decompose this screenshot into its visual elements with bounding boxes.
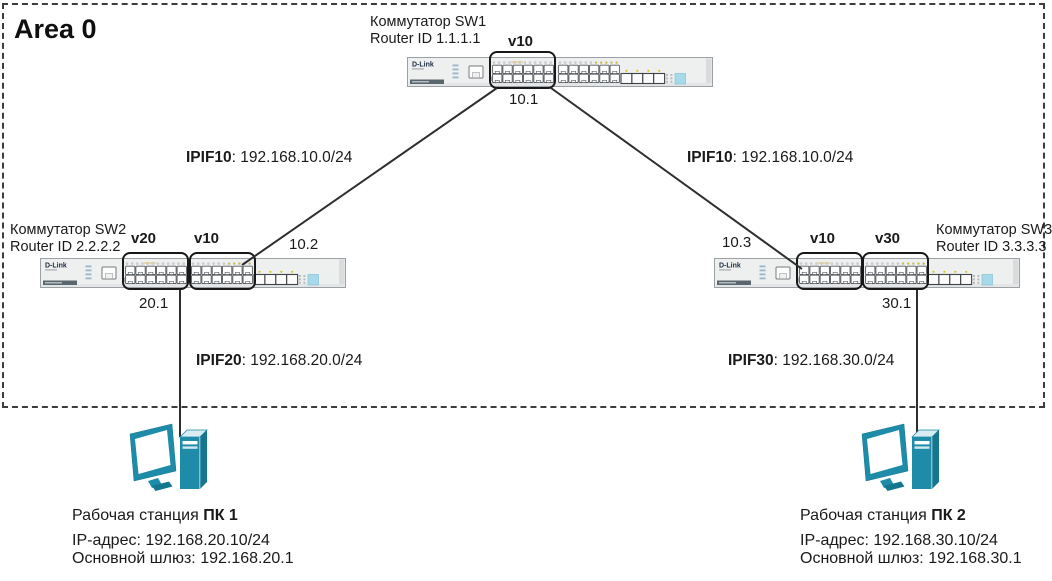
status-led <box>452 68 459 71</box>
pc1-title: Рабочая станция ПК 1 <box>72 507 238 525</box>
status-led <box>85 277 92 280</box>
sw1-v10-port-group-outline <box>489 51 556 89</box>
rj45-port-block-1 <box>492 61 554 83</box>
stack-id-display <box>307 274 319 286</box>
sfp-uplink-slots <box>620 69 666 85</box>
tower-side-face <box>932 430 939 489</box>
sfp-uplink-slots <box>927 270 973 286</box>
monitor-stand-base <box>884 481 905 491</box>
link-label-ipif10-right: IPIF10: 192.168.10.0/24 <box>687 149 853 167</box>
link-ipif30-subnet: : 192.168.30.0/24 <box>773 352 895 369</box>
monitor-stand-base <box>152 481 173 491</box>
status-led <box>452 72 459 75</box>
link-ipif10-left-subnet: : 192.168.10.0/24 <box>231 149 353 166</box>
link-label-ipif10-left: IPIF10: 192.168.10.0/24 <box>186 149 352 167</box>
link-line-sw1-sw3 <box>550 87 803 270</box>
status-led <box>452 76 459 79</box>
rj45-port-block-2 <box>191 262 253 284</box>
rj45-port-block-2 <box>558 61 620 83</box>
sw2-name-label: Коммутатор SW2 <box>10 222 127 238</box>
link-ipif10-left-name: IPIF10 <box>186 149 232 166</box>
pc1-title-prefix: Рабочая станция <box>72 507 204 524</box>
pc2-ip-label: IP-адрес: 192.168.30.10/24 <box>800 532 998 549</box>
sw1-switch-graphic: D-Link <box>407 57 713 87</box>
status-led <box>759 277 766 280</box>
pc2-workstation-icon <box>861 423 940 491</box>
sw3-port-10-3-label: 10.3 <box>722 234 752 251</box>
link-ipif10-right-name: IPIF10 <box>687 149 733 166</box>
monitor-screen <box>135 430 171 474</box>
sw2-port-20-1-label: 20.1 <box>139 295 169 312</box>
sw3-vlan-v10-label: v10 <box>810 230 836 247</box>
pc2-title: Рабочая станция ПК 2 <box>800 507 966 525</box>
link-ipif10-right-subnet: : 192.168.10.0/24 <box>732 149 854 166</box>
status-led <box>452 64 459 67</box>
sw1-port-10-1-label: 10.1 <box>509 91 539 108</box>
pc1-gateway-label: Основной шлюз: 192.168.20.1 <box>72 550 294 567</box>
rj45-port-block-1 <box>125 262 187 284</box>
status-led <box>85 269 92 272</box>
link-label-ipif20: IPIF20: 192.168.20.0/24 <box>196 352 362 370</box>
sw1-vlan-v10-label: v10 <box>508 33 534 50</box>
sw2-v20-port-group-outline <box>122 252 189 290</box>
link-ipif20-subnet: : 192.168.20.0/24 <box>241 352 363 369</box>
status-led <box>759 273 766 276</box>
area0-boundary-box <box>2 3 1045 408</box>
rj45-port-block-2 <box>865 262 927 284</box>
sw2-port-10-2-label: 10.2 <box>289 236 319 253</box>
tower-drive-bay <box>914 441 930 445</box>
area0-label: Area 0 <box>14 14 97 44</box>
dlink-brand-label: D-Link <box>412 62 434 69</box>
link-ipif20-name: IPIF20 <box>196 352 242 369</box>
sw1-router-id-label: Router ID 1.1.1.1 <box>370 31 481 47</box>
pc2-title-name: ПК 2 <box>931 507 966 524</box>
dlink-brand-label: D-Link <box>45 263 67 270</box>
rj45-port-block-1 <box>799 262 861 284</box>
stack-id-display <box>981 274 993 286</box>
pc2-title-prefix: Рабочая станция <box>800 507 932 524</box>
sw3-port-30-1-label: 30.1 <box>882 295 912 312</box>
tower-front-face <box>912 437 932 489</box>
pc1-workstation-icon <box>129 423 208 491</box>
stack-id-display <box>674 73 686 85</box>
pc1-title-name: ПК 1 <box>203 507 238 524</box>
link-line-sw1-sw2 <box>241 87 498 266</box>
sw3-v30-port-group-outline <box>862 252 929 290</box>
sw2-v10-port-group-outline <box>189 252 256 290</box>
dlink-brand-label: D-Link <box>719 263 741 270</box>
sw3-vlan-v30-label: v30 <box>875 230 901 247</box>
sw3-router-id-label: Router ID 3.3.3.3 <box>936 239 1047 255</box>
status-led <box>759 269 766 272</box>
sw2-vlan-v10-label: v10 <box>194 230 220 247</box>
pc2-gateway-label: Основной шлюз: 192.168.30.1 <box>800 550 1022 567</box>
status-led <box>759 265 766 268</box>
status-led <box>85 273 92 276</box>
sw3-name-label: Коммутатор SW3 <box>936 222 1052 238</box>
monitor-screen <box>867 430 903 474</box>
tower-front-face <box>180 437 200 489</box>
sw2-router-id-label: Router ID 2.2.2.2 <box>10 239 121 255</box>
sw1-name-label: Коммутатор SW1 <box>370 14 487 30</box>
link-label-ipif30: IPIF30: 192.168.30.0/24 <box>728 352 894 370</box>
pc1-ip-label: IP-адрес: 192.168.20.10/24 <box>72 532 270 549</box>
sw2-vlan-v20-label: v20 <box>131 230 157 247</box>
status-led <box>85 265 92 268</box>
tower-side-face <box>200 430 207 489</box>
link-ipif30-name: IPIF30 <box>728 352 774 369</box>
tower-drive-bay <box>182 441 198 445</box>
